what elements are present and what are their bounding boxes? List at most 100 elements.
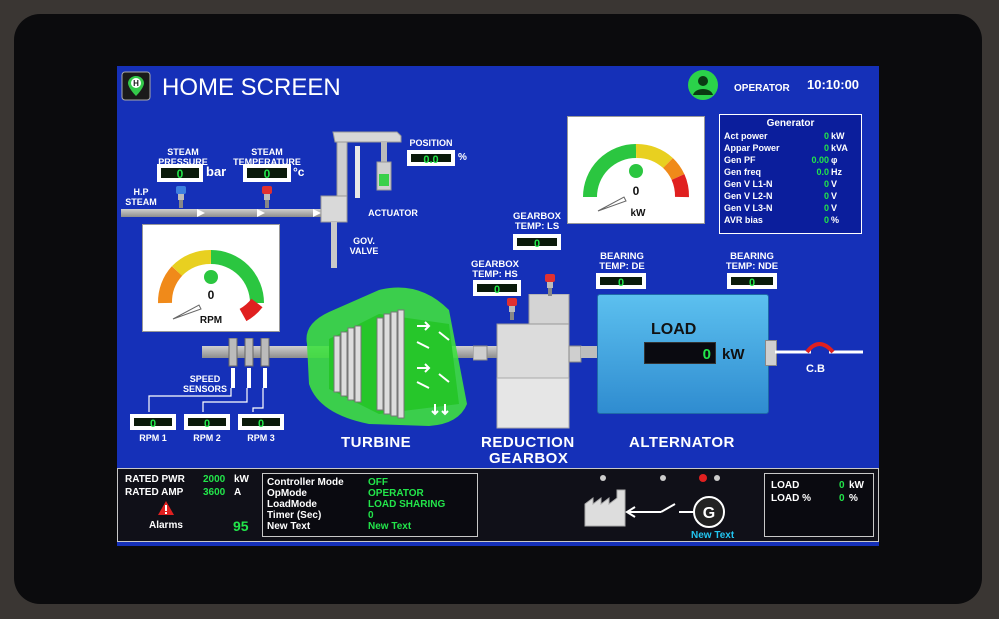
grid-connection-diagram: G xyxy=(579,470,744,534)
footer-panel xyxy=(117,468,879,542)
speed-sensors-label: SPEED SENSORS xyxy=(182,374,227,394)
turbine-label: TURBINE xyxy=(341,434,412,451)
position-label: POSITION xyxy=(409,138,453,148)
svg-text:H: H xyxy=(133,79,139,88)
status-row-controller-mode: Controller Mode xyxy=(267,477,344,488)
gearbox xyxy=(472,293,601,430)
gearbox-hs-sensor-icon xyxy=(505,298,519,320)
turbine-glow xyxy=(299,284,474,429)
temperature-transmitter-icon xyxy=(259,186,275,208)
rpm3-value: 0 xyxy=(238,414,284,430)
load-pct-value: 0 xyxy=(839,493,845,504)
gearbox-label-line2: GEARBOX xyxy=(489,450,569,467)
rpm-gauge-unit: RPM xyxy=(199,315,223,326)
steam-pipe xyxy=(121,209,336,217)
status-row-timer: Timer (Sec) xyxy=(267,510,322,521)
rpm-gauge xyxy=(142,224,280,332)
kw-gauge-unit: kW xyxy=(630,208,646,219)
user-role: OPERATOR xyxy=(734,83,790,94)
alternator-label: ALTERNATOR xyxy=(629,434,735,451)
steam-pressure-label: STEAM PRESSURE xyxy=(158,147,208,167)
generator-caption: New Text xyxy=(691,530,735,541)
gearbox-ls-sensor-icon xyxy=(543,274,557,296)
status-row-loadmode: LoadMode xyxy=(267,499,317,510)
rpm-gauge-value: 0 xyxy=(207,288,215,302)
status-value-new-text: New Text xyxy=(368,521,412,532)
gearbox-label-line1: REDUCTION xyxy=(481,434,575,451)
rpm3-label: RPM 3 xyxy=(247,433,275,443)
rpm2-value: 0 xyxy=(184,414,230,430)
rated-pwr-value: 2000 xyxy=(203,474,226,485)
rpm2-label: RPM 2 xyxy=(193,433,221,443)
circuit-breaker-icon[interactable] xyxy=(773,334,865,364)
gov-valve-label: GOV. VALVE xyxy=(349,236,379,256)
steam-pressure-value: 0 xyxy=(157,164,203,182)
rpm1-value: 0 xyxy=(130,414,176,430)
pressure-transmitter-icon xyxy=(173,186,189,208)
gearbox-temp-ls-label: GEARBOX TEMP: LS xyxy=(512,211,562,232)
load-value: 0 xyxy=(839,480,845,491)
steam-temperature-unit: °c xyxy=(293,165,305,179)
controller-status-panel: Controller Mode OFF OpMode OPERATOR Load… xyxy=(262,473,478,537)
steam-temperature-value: 0 xyxy=(243,164,291,182)
gearbox-temp-hs-value: 0 xyxy=(473,280,521,296)
alarm-warning-icon[interactable] xyxy=(157,500,175,516)
actuator-assembly xyxy=(317,130,407,270)
alternator-load-value: 0 xyxy=(644,342,716,364)
status-value-controller-mode: OFF xyxy=(368,477,388,488)
svg-text:G: G xyxy=(703,505,715,522)
rated-pwr-label: RATED PWR xyxy=(125,474,185,485)
bearing-nde-value: 0 xyxy=(727,273,777,289)
alternator-load-unit: kW xyxy=(722,346,745,363)
bearing-de-label: BEARING TEMP: DE xyxy=(599,251,645,272)
load-unit: kW xyxy=(849,480,864,491)
bearing-de-value: 0 xyxy=(596,273,646,289)
bearing-nde-label: BEARING TEMP: NDE xyxy=(725,251,779,272)
position-unit: % xyxy=(458,152,467,163)
circuit-breaker-label: C.B xyxy=(806,363,825,375)
status-value-loadmode: LOAD SHARING xyxy=(368,499,446,510)
steam-flow-arrows xyxy=(167,204,327,222)
alternator-load-label: LOAD xyxy=(651,321,697,338)
speed-sensors xyxy=(227,337,275,408)
home-icon[interactable]: H xyxy=(121,71,151,101)
load-summary-panel: LOAD 0 kW LOAD % 0 % xyxy=(764,473,874,537)
page-title: HOME SCREEN xyxy=(162,74,341,101)
load-pct-unit: % xyxy=(849,493,858,504)
generator-panel-title: Generator xyxy=(766,118,815,129)
gearbox-temp-ls-value: 0 xyxy=(513,234,561,250)
load-pct-label: LOAD % xyxy=(771,493,811,504)
status-value-timer: 0 xyxy=(368,510,374,521)
actuator-label: ACTUATOR xyxy=(368,208,418,218)
rated-amp-value: 3600 xyxy=(203,487,226,498)
hp-steam-label: H.P STEAM xyxy=(125,187,157,207)
rated-amp-unit: A xyxy=(234,487,242,498)
clock-time: 10:10:00 xyxy=(807,77,860,92)
rated-pwr-unit: kW xyxy=(234,474,249,485)
kw-gauge-value: 0 xyxy=(632,184,640,198)
kw-gauge xyxy=(567,116,705,224)
hmi-screen: H HOME SCREEN OPERATOR 10:10:00 STEAM PR… xyxy=(117,66,879,546)
speed-sensor-lines xyxy=(147,386,287,414)
rpm1-label: RPM 1 xyxy=(139,433,167,443)
gearbox-temp-hs-label: GEARBOX TEMP: HS xyxy=(470,259,520,280)
alarms-label[interactable]: Alarms xyxy=(149,520,183,531)
alarms-count: 95 xyxy=(233,518,249,534)
status-row-opmode: OpMode xyxy=(267,488,307,499)
position-value: 0.0 xyxy=(407,150,455,166)
rated-amp-label: RATED AMP xyxy=(125,487,184,498)
user-avatar-icon[interactable] xyxy=(687,69,719,101)
status-value-opmode: OPERATOR xyxy=(368,488,424,499)
steam-pressure-unit: bar xyxy=(206,164,227,179)
steam-temperature-label: STEAM TEMPERATURE xyxy=(233,147,301,167)
status-row-new-text: New Text xyxy=(267,521,311,532)
